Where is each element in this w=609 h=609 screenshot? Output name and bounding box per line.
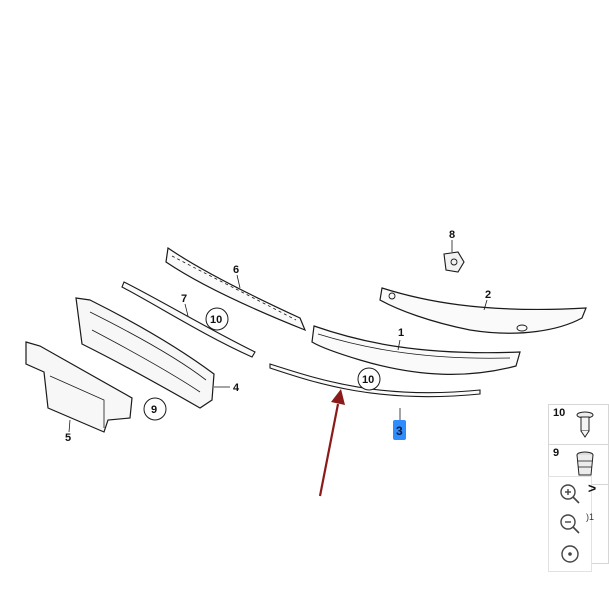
part-1-bumper-trim[interactable] (311, 325, 521, 375)
circled-ref-9[interactable]: 9 (143, 397, 167, 421)
part-4-bracket[interactable] (75, 297, 215, 409)
legend-fragment-text: )1 (586, 512, 595, 522)
callout-4[interactable]: 4 (233, 382, 240, 394)
svg-text:10: 10 (210, 314, 222, 326)
reset-view-icon (557, 545, 583, 571)
legend-row-9[interactable]: 9 (549, 445, 609, 485)
zoom-out-icon (557, 514, 583, 541)
svg-text:9: 9 (151, 404, 157, 416)
screw-clip-icon (573, 409, 597, 446)
legend-row-10[interactable]: 10 (549, 405, 609, 445)
callout-1[interactable]: 1 (398, 327, 404, 339)
selected-callout-highlight (393, 420, 406, 440)
callout-7[interactable]: 7 (181, 293, 187, 305)
leader-lines (68, 240, 488, 433)
legend-label: 9 (553, 447, 560, 459)
legend-label: 10 (553, 407, 566, 419)
callout-8[interactable]: 8 (449, 229, 455, 241)
zoom-in-button[interactable] (557, 481, 583, 507)
callout-6[interactable]: 6 (233, 264, 239, 276)
next-arrow-icon[interactable]: > (588, 480, 597, 496)
circled-ref-10-lower[interactable]: 10 (357, 367, 381, 391)
zoom-out-button[interactable] (557, 511, 583, 537)
callout-3[interactable]: 3 (396, 424, 403, 438)
zoom-controls (548, 476, 592, 572)
part-7-thin-strip[interactable] (121, 281, 256, 358)
grommet-icon (573, 449, 597, 486)
part-5-plate-base[interactable] (25, 341, 133, 433)
part-8-clip[interactable] (443, 251, 465, 273)
callout-5[interactable]: 5 (65, 432, 71, 444)
part-3-thin-molding[interactable] (269, 363, 481, 398)
part-2-side-trim[interactable] (379, 287, 587, 334)
callout-2[interactable]: 2 (485, 289, 491, 301)
pointer-arrow (318, 389, 345, 497)
circled-ref-10-upper[interactable]: 10 (205, 307, 229, 331)
svg-text:10: 10 (362, 374, 374, 386)
zoom-in-icon (557, 484, 583, 511)
reset-view-button[interactable] (557, 541, 583, 567)
part-6-trim-strip[interactable] (165, 246, 307, 332)
